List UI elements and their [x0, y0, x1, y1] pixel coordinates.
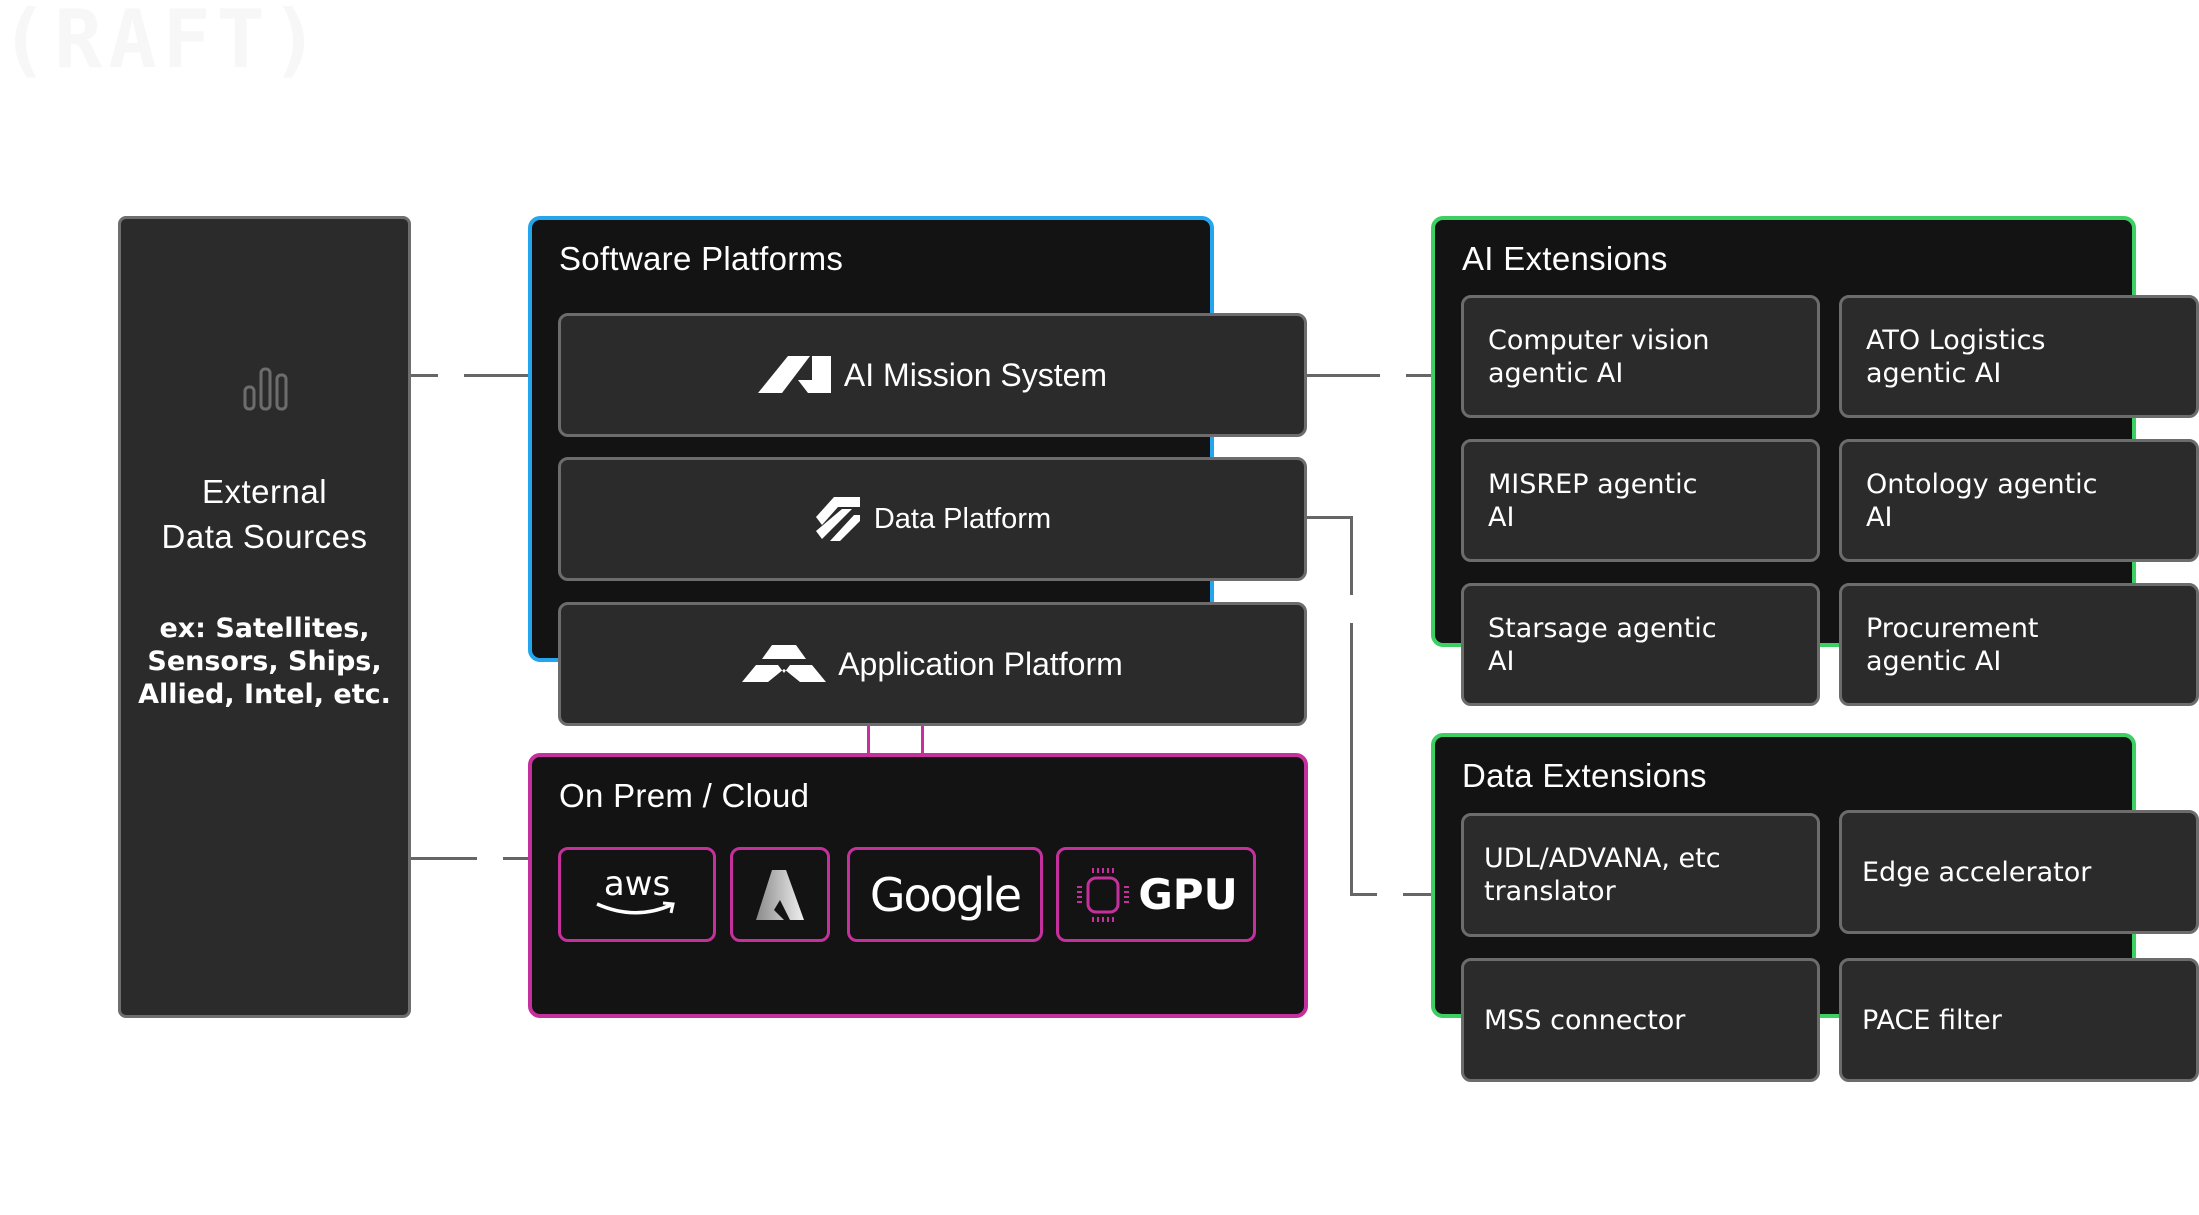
item-line2: translator — [1484, 876, 1616, 907]
data-extensions-label: Data Extensions — [1462, 757, 1707, 794]
on-prem-cloud-label: On Prem / Cloud — [559, 777, 810, 814]
item-line1: Edge accelerator — [1862, 856, 2092, 888]
external-examples: ex: Satellites, Sensors, Ships, Allied, … — [121, 612, 408, 711]
examples-line3: Allied, Intel, etc. — [138, 679, 391, 710]
ai-mission-logo-icon — [757, 356, 831, 393]
external-title: External Data Sources — [121, 469, 408, 559]
ai-extensions-label: AI Extensions — [1462, 240, 1668, 277]
examples-line1: ex: Satellites, — [159, 613, 370, 644]
aws-smile-icon — [596, 901, 675, 914]
platform-ai-mission-system[interactable]: AI Mission System — [558, 313, 1307, 437]
platform-application-platform[interactable]: Application Platform — [558, 602, 1307, 726]
external-title-line1: External — [201, 473, 328, 510]
azure-logo-icon — [756, 869, 804, 920]
provider-azure[interactable] — [730, 847, 830, 942]
item-line1: ATO Logistics — [1866, 324, 2046, 356]
item-line1: Computer vision — [1488, 324, 1710, 356]
item-line1: Ontology agentic — [1866, 468, 2098, 500]
item-line2: AI — [1866, 501, 1893, 533]
platform-data-platform[interactable]: Data Platform — [558, 457, 1307, 581]
data-extension-item[interactable]: MSS connector — [1461, 958, 1820, 1082]
external-data-sources-box[interactable]: External Data Sources ex: Satellites, Se… — [118, 216, 411, 1018]
platform-label: Application Platform — [838, 645, 1123, 682]
platform-label: Data Platform — [873, 502, 1052, 535]
item-line2: AI — [1488, 501, 1515, 533]
google-label: Google — [869, 867, 1022, 922]
item-line2: agentic AI — [1488, 357, 1624, 389]
software-platforms-group: Software Platforms — [528, 216, 1214, 662]
data-extension-item[interactable]: PACE filter — [1839, 958, 2199, 1082]
software-platforms-label: Software Platforms — [559, 240, 844, 277]
provider-aws[interactable]: aws — [558, 847, 716, 942]
item-line1: Procurement — [1866, 612, 2039, 644]
examples-line2: Sensors, Ships, — [147, 646, 382, 677]
item-line1: Starsage agentic — [1488, 612, 1717, 644]
chip-icon — [1077, 867, 1130, 922]
item-line1: MISREP agentic — [1488, 468, 1698, 500]
platform-label: AI Mission System — [843, 356, 1108, 393]
item-line1: PACE filter — [1862, 1004, 2002, 1036]
provider-gpu[interactable]: GPU — [1056, 847, 1256, 942]
raft-logo: (RAFT) — [0, 0, 325, 86]
item-line1: MSS connector — [1484, 1004, 1686, 1036]
application-platform-logo-icon — [742, 645, 827, 682]
item-line2: agentic AI — [1866, 357, 2002, 389]
data-extension-item[interactable]: Edge accelerator — [1839, 810, 2199, 934]
aws-label: aws — [603, 863, 671, 904]
item-line2: agentic AI — [1866, 645, 2002, 677]
ai-extensions-group: AI Extensions — [1431, 216, 2136, 647]
item-line2: AI — [1488, 645, 1515, 677]
data-platform-logo-icon — [815, 497, 860, 541]
bar-chart-icon — [243, 367, 288, 411]
provider-google[interactable]: Google — [847, 847, 1043, 942]
item-line1: UDL/ADVANA, etc — [1484, 843, 1721, 874]
external-title-line2: Data Sources — [161, 518, 368, 555]
gpu-label: GPU — [1138, 870, 1238, 919]
